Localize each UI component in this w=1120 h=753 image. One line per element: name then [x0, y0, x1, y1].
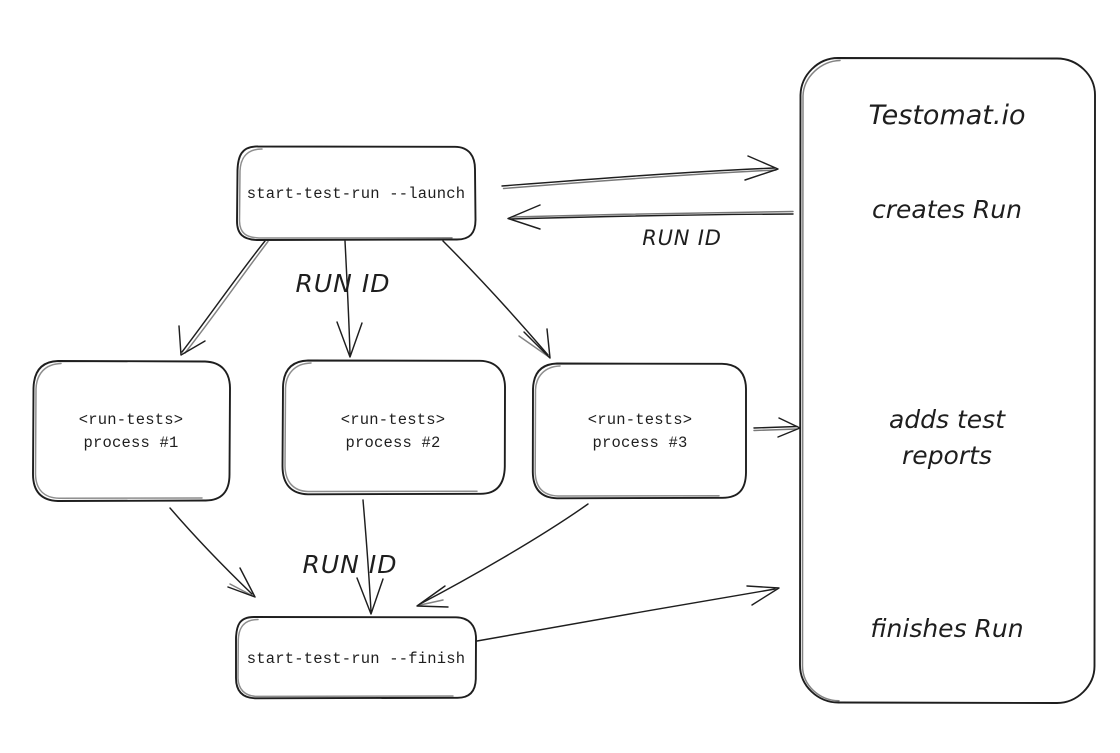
edge-launch-to-process-1 — [178, 240, 269, 356]
service-panel-step-finishes-run: finishes Run — [870, 614, 1023, 643]
service-panel-step-creates-run: creates Run — [872, 195, 1022, 224]
process-2-label-line1: <run-tests> — [341, 411, 446, 429]
process-3-label-line1: <run-tests> — [588, 411, 693, 429]
edge-process-3-to-finish — [416, 503, 589, 608]
service-panel-step-adds-reports-line2: reports — [902, 441, 992, 470]
service-panel-title: Testomat.io — [869, 100, 1026, 131]
node-process-1[interactable] — [32, 360, 231, 502]
edge-launch-to-process-3 — [442, 240, 551, 359]
node-process-2[interactable] — [281, 359, 506, 496]
node-launch-box[interactable] — [236, 145, 477, 241]
edge-process-3-to-panel — [753, 417, 801, 438]
finish-box-label: start-test-run --finish — [247, 650, 466, 668]
edge-finish-to-panel — [476, 585, 780, 642]
service-panel-step-adds-reports-line1: adds test — [889, 405, 1006, 434]
edge-label-run-id-returned: RUN ID — [642, 226, 722, 250]
edge-launch-to-process-2 — [336, 240, 363, 358]
edge-panel-to-launch — [507, 204, 794, 230]
launch-box-label: start-test-run --launch — [247, 185, 466, 203]
node-process-3[interactable] — [531, 362, 747, 500]
edge-label-run-id-fanout: RUN ID — [296, 269, 391, 298]
node-service-panel[interactable] — [799, 57, 1096, 704]
node-finish-box[interactable] — [235, 616, 477, 700]
process-1-label-line2: process #1 — [83, 434, 178, 452]
process-3-label-line2: process #3 — [592, 434, 687, 452]
edge-label-run-id-fanin: RUN ID — [303, 550, 398, 579]
process-2-label-line2: process #2 — [345, 434, 440, 452]
process-1-label-line1: <run-tests> — [79, 411, 184, 429]
edge-process-2-to-finish — [356, 499, 384, 615]
edge-launch-to-panel — [501, 155, 779, 190]
edge-process-1-to-finish — [169, 507, 256, 598]
